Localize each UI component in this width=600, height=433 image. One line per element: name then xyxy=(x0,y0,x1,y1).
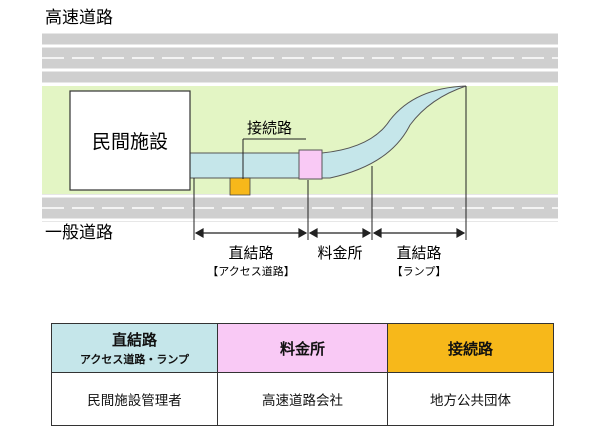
tollgate-label: 料金所 xyxy=(317,244,362,262)
header-tollgate-title: 料金所 xyxy=(279,339,325,358)
general-road-label: 一般道路 xyxy=(45,223,113,243)
ramp-sub-label: 【ランプ】 xyxy=(392,265,447,278)
dimension-arrows xyxy=(194,227,466,239)
facility-label: 民間施設 xyxy=(92,131,168,153)
header-connecting-road-title: 接続路 xyxy=(447,339,493,358)
connecting-road xyxy=(229,177,251,196)
expressway-label: 高速道路 xyxy=(45,8,113,28)
table-value-row: 民間施設管理者 高速道路会社 地方公共団体 xyxy=(51,372,554,426)
road-diagram: 高速道路 民間施設 接続路 xyxy=(42,8,558,278)
header-connecting-road: 接続路 xyxy=(387,323,554,373)
header-tollgate: 料金所 xyxy=(217,323,388,373)
header-direct-road-title: 直結路 xyxy=(111,331,157,349)
tollgate xyxy=(298,149,323,180)
value-connecting-road: 地方公共団体 xyxy=(387,372,554,426)
access-sub-label: 【アクセス道路】 xyxy=(207,264,294,278)
header-direct-road-sub: アクセス道路・ランプ xyxy=(79,353,190,366)
dimension-lines xyxy=(193,86,467,240)
value-direct-road: 民間施設管理者 xyxy=(51,372,218,426)
responsibility-table: 直結路 アクセス道路・ランプ 料金所 接続路 民間施設管理者 高速道路会社 地方… xyxy=(51,323,554,426)
private-facility xyxy=(69,90,191,191)
ramp-road xyxy=(321,85,467,179)
expressway-road xyxy=(42,30,558,86)
table-header-row: 直結路 アクセス道路・ランプ 料金所 接続路 xyxy=(51,323,554,373)
access-road xyxy=(189,152,301,179)
value-tollgate: 高速道路会社 xyxy=(217,372,388,426)
direct-road-access-label: 直結路 xyxy=(228,244,273,262)
direct-road-ramp-label: 直結路 xyxy=(396,244,441,262)
connecting-road-label: 接続路 xyxy=(247,119,292,137)
general-road xyxy=(42,194,558,222)
header-direct-road: 直結路 アクセス道路・ランプ xyxy=(51,323,218,373)
